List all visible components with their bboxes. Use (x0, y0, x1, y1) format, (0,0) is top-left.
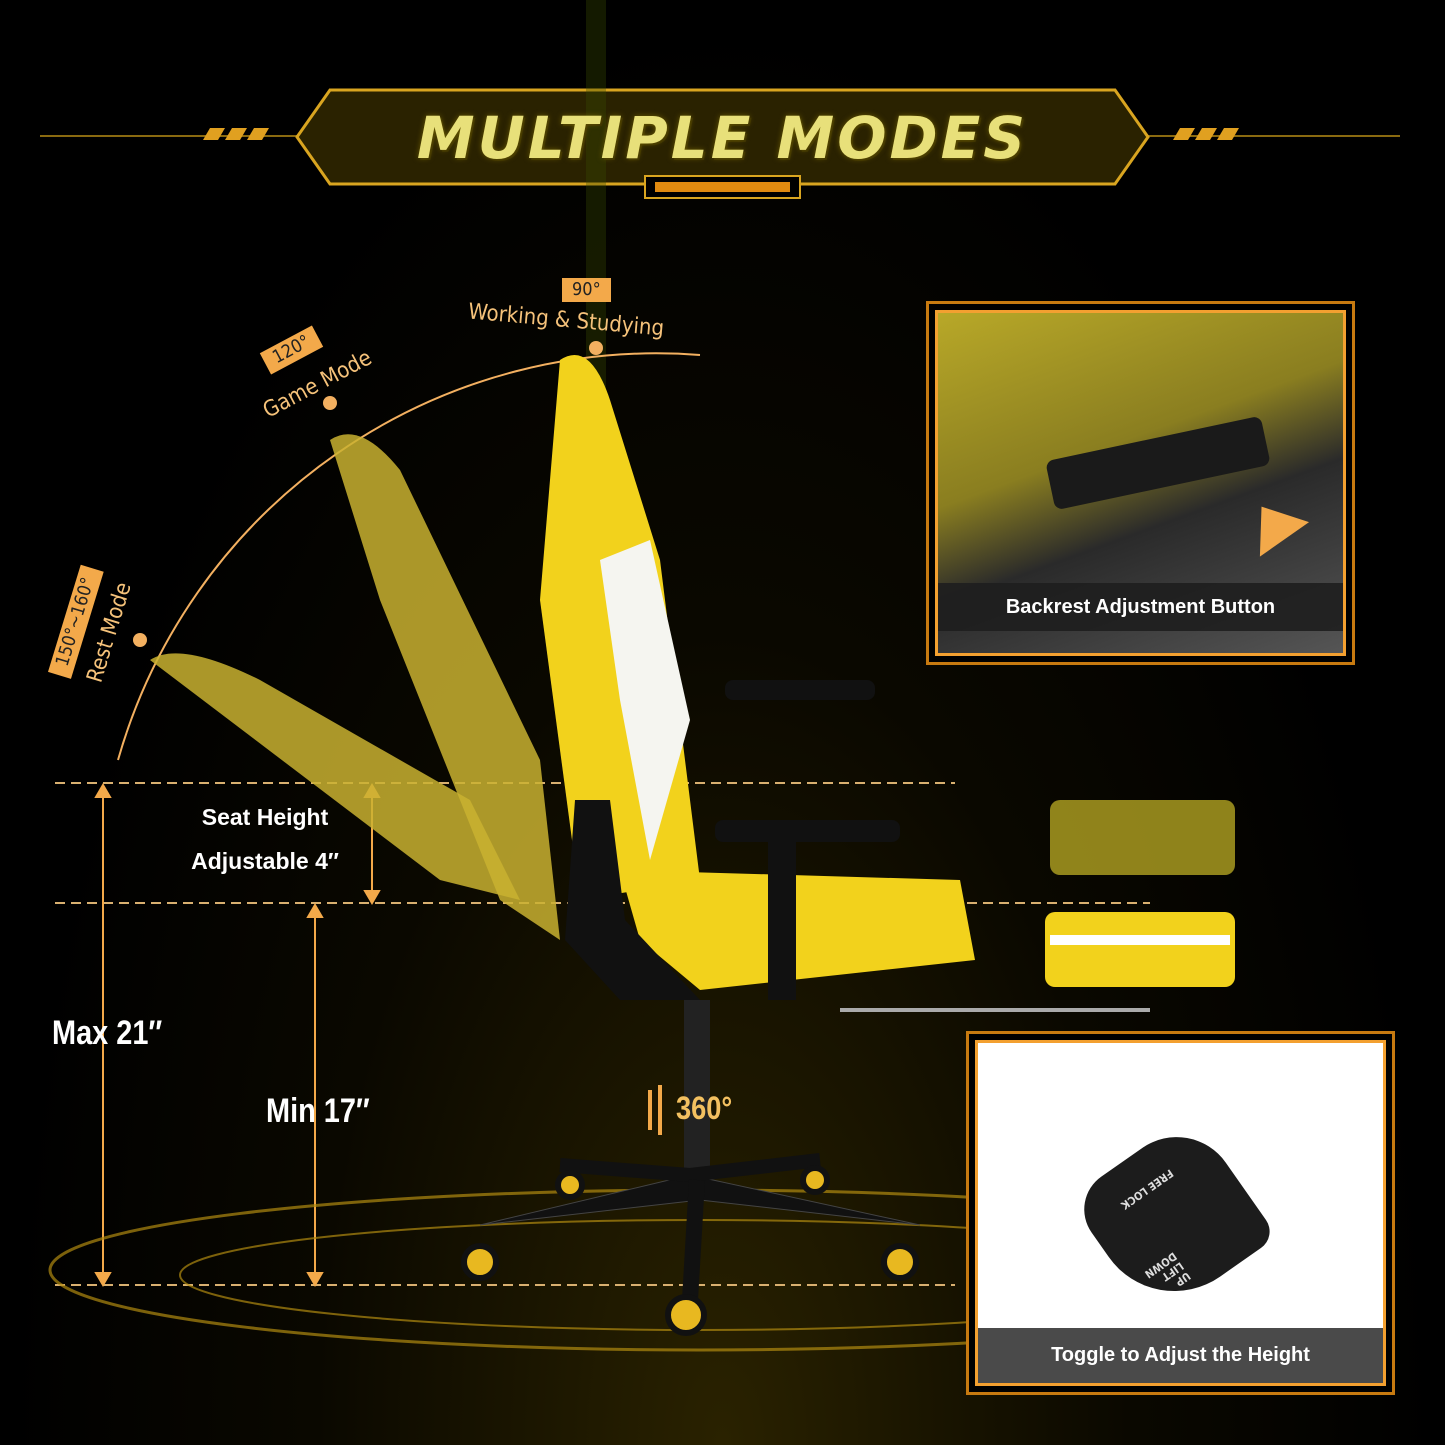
seat-height-line2: Adjustable 4″ (191, 848, 339, 874)
seat-height-line1: Seat Height (201, 804, 329, 830)
arrow-up-icon (1236, 489, 1310, 557)
mode-angle-working: 90° (562, 278, 611, 302)
lever-text-free-lock: FREE LOCK (1119, 1166, 1176, 1211)
page-title: MULTIPLE MODES (416, 104, 1029, 172)
dimension-arrows (94, 783, 381, 1287)
seat-height-text: Seat Height Adjustable 4″ (180, 795, 350, 883)
height-caption: Toggle to Adjust the Height (978, 1328, 1383, 1383)
lever-lock-text: LOCK (1118, 1184, 1150, 1212)
backrest-caption: Backrest Adjustment Button (938, 583, 1343, 631)
max-height-label: Max 21″ (52, 1014, 163, 1052)
backrest-lever-image (1045, 415, 1271, 511)
rest-mode-dot (133, 633, 147, 647)
title-banner-frame (40, 88, 1400, 199)
backrest-button-inset: Backrest Adjustment Button (935, 310, 1346, 656)
game-mode-dot (323, 396, 337, 410)
min-height-label: Min 17″ (266, 1092, 370, 1130)
chair-illustration (150, 355, 1235, 1336)
lever-free-text: FREE (1145, 1166, 1176, 1194)
working-mode-dot (589, 341, 603, 355)
swivel-360-label: 360° (676, 1090, 733, 1126)
